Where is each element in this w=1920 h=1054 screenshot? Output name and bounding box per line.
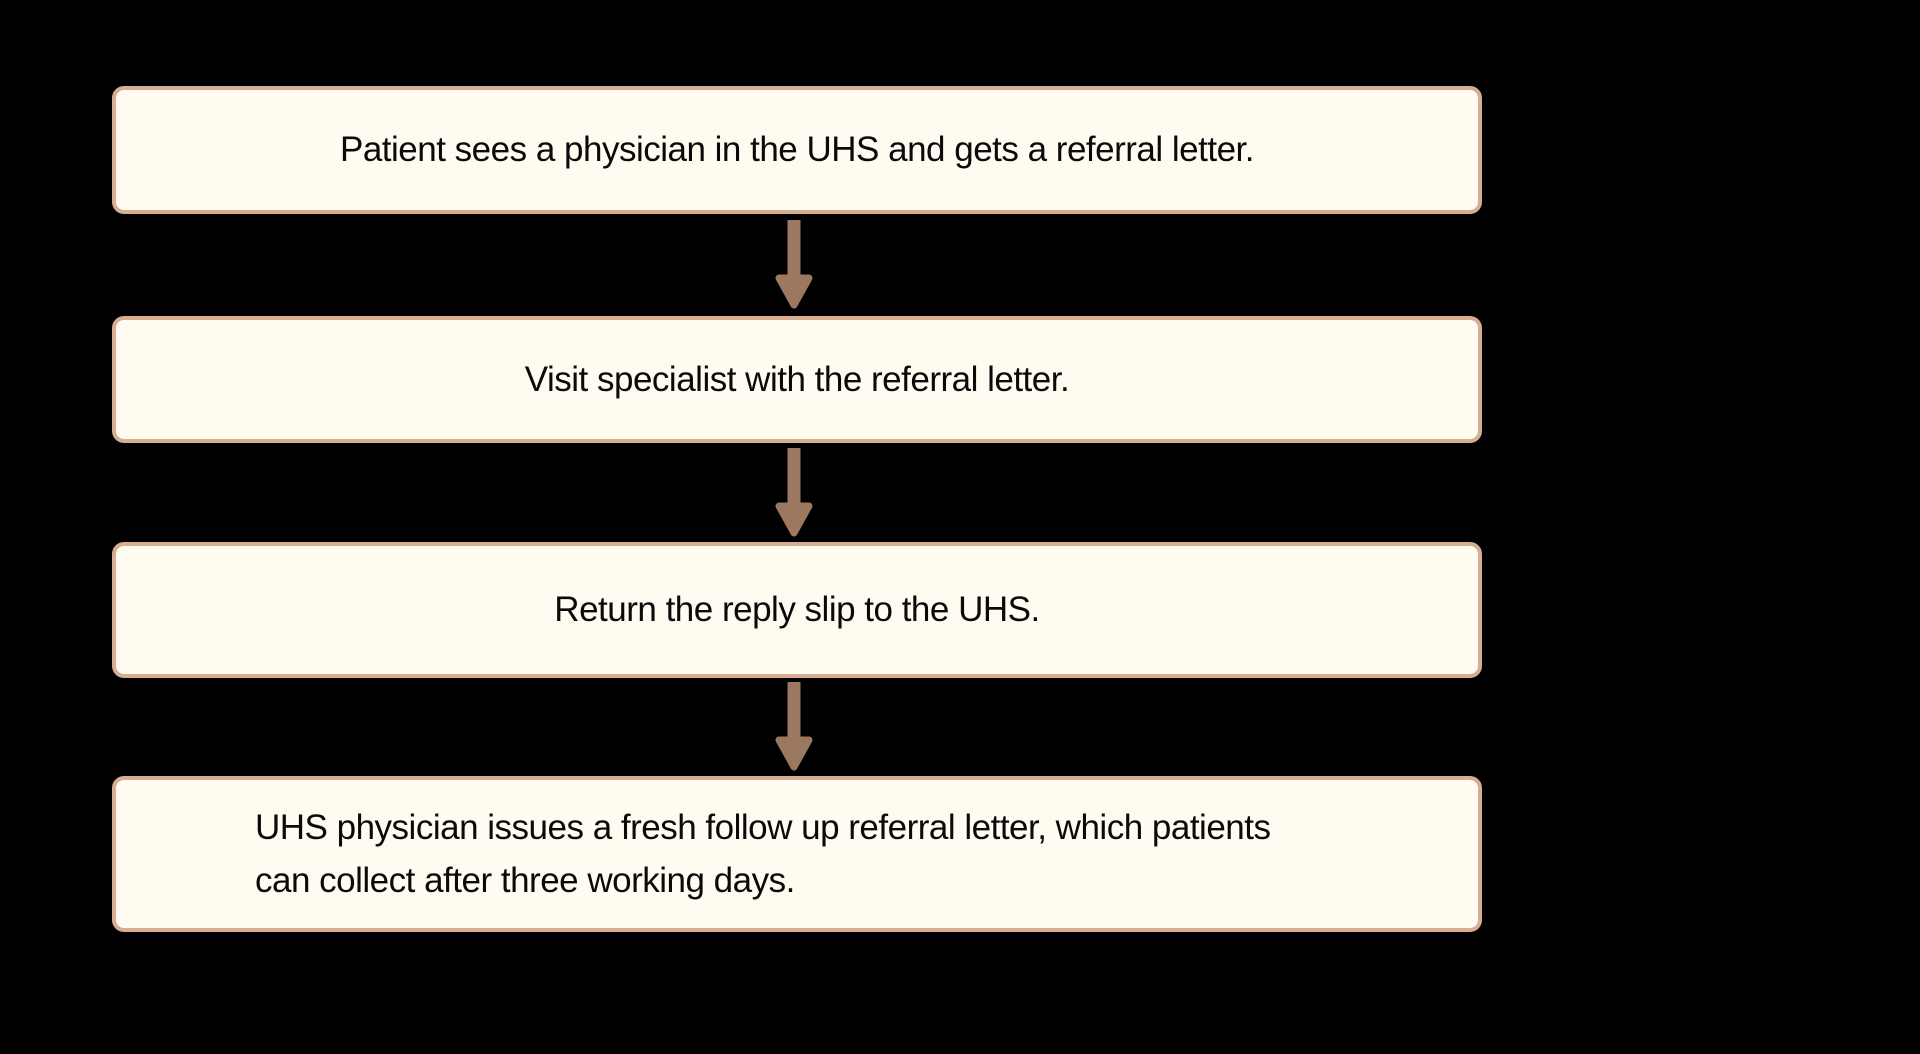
flow-step-4-text-line-1: UHS physician issues a fresh follow up r… (255, 808, 1271, 847)
down-arrow-icon (775, 448, 813, 537)
flow-step-2: Visit specialist with the referral lette… (112, 316, 1482, 443)
flow-step-2-text: Visit specialist with the referral lette… (524, 359, 1070, 399)
down-arrow-icon (775, 682, 813, 771)
down-arrow-icon (775, 220, 813, 309)
flow-step-1-text: Patient sees a physician in the UHS and … (339, 130, 1255, 170)
flow-step-3: Return the reply slip to the UHS. (112, 542, 1482, 678)
flow-step-3-text: Return the reply slip to the UHS. (554, 590, 1040, 630)
flow-step-1: Patient sees a physician in the UHS and … (112, 86, 1482, 214)
flow-step-4-text-line-2: can collect after three working days. (255, 861, 795, 900)
flow-step-4: UHS physician issues a fresh follow up r… (112, 776, 1482, 932)
